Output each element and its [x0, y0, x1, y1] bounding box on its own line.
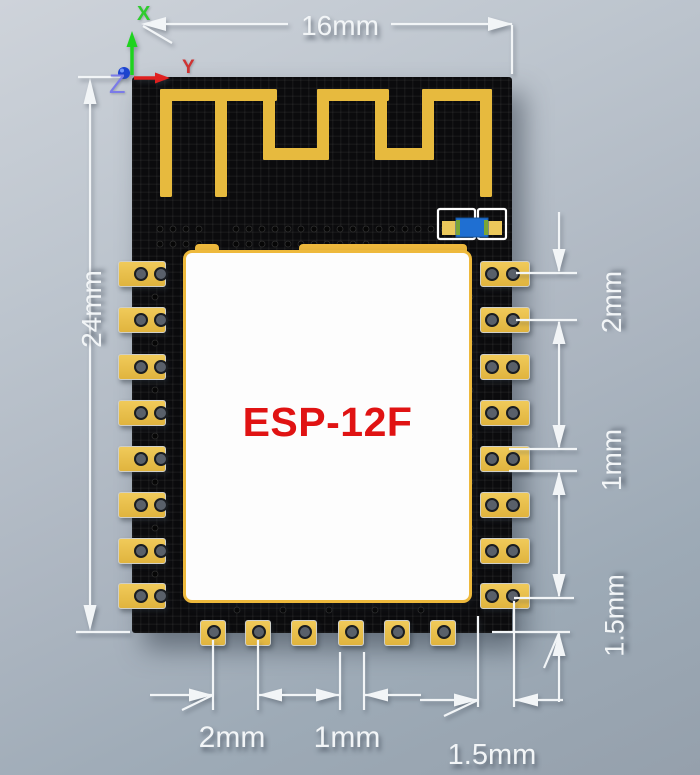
castellated-hole [485, 452, 499, 466]
castellated-hole [345, 625, 359, 639]
castellated-hole [506, 589, 520, 603]
pin-pad [480, 446, 530, 472]
pin-pad [245, 620, 271, 646]
axis-y-label: Y [182, 57, 195, 78]
dim-label-bottom-edge-offset: 1.5mm [447, 739, 537, 771]
pin-pad [118, 538, 168, 564]
castellated-hole [134, 544, 148, 558]
castellated-hole [506, 498, 520, 512]
castellated-hole [506, 406, 520, 420]
dim-label-side-pin-pitch: 2mm [596, 270, 627, 334]
castellated-hole [154, 452, 168, 466]
castellated-hole [485, 498, 499, 512]
castellated-hole [154, 589, 168, 603]
pin-pad [480, 354, 530, 380]
pin-pad [291, 620, 317, 646]
dim-label-board-height: 24mm [76, 270, 107, 348]
pin-pad [118, 354, 168, 380]
castellated-hole [154, 267, 168, 281]
smd-capacitor [436, 207, 508, 241]
pin-pad [430, 620, 456, 646]
antenna-trace [160, 89, 492, 197]
axis-x-label: X [137, 3, 151, 25]
axis-z-label: Z [109, 69, 126, 99]
pin-pad [480, 492, 530, 518]
castellated-hole [506, 313, 520, 327]
castellated-hole [506, 360, 520, 374]
castellated-hole [134, 267, 148, 281]
castellated-hole [506, 267, 520, 281]
pin-pad [118, 492, 168, 518]
dim-label-board-width: 16mm [301, 10, 379, 41]
dim-label-side-pad-width: 1mm [596, 428, 627, 492]
pin-pad [480, 538, 530, 564]
castellated-hole [207, 625, 221, 639]
castellated-hole [154, 544, 168, 558]
module-name-label: ESP-12F [242, 399, 413, 445]
castellated-hole [134, 589, 148, 603]
castellated-hole [485, 544, 499, 558]
pin-pad [480, 400, 530, 426]
castellated-hole [391, 625, 405, 639]
dim-label-side-edge-offset: 1.5mm [599, 574, 630, 657]
castellated-hole [485, 267, 499, 281]
castellated-hole [506, 452, 520, 466]
pin-pad [118, 400, 168, 426]
pin-pad [480, 307, 530, 333]
castellated-hole [134, 313, 148, 327]
castellated-hole [485, 406, 499, 420]
castellated-hole [154, 406, 168, 420]
pin-pad [118, 583, 168, 609]
castellated-hole [154, 498, 168, 512]
dim-label-bottom-pad-width: 1mm [313, 721, 381, 754]
pin-pad [118, 261, 168, 287]
castellated-hole [437, 625, 451, 639]
pin-pad [480, 261, 530, 287]
castellated-hole [134, 360, 148, 374]
castellated-hole [154, 360, 168, 374]
castellated-hole [252, 625, 266, 639]
castellated-hole [298, 625, 312, 639]
castellated-hole [134, 406, 148, 420]
pin-pad [118, 446, 168, 472]
pin-pad [338, 620, 364, 646]
castellated-hole [134, 452, 148, 466]
castellated-hole [154, 313, 168, 327]
castellated-hole [134, 498, 148, 512]
pin-pad [480, 583, 530, 609]
castellated-hole [506, 544, 520, 558]
castellated-hole [485, 313, 499, 327]
castellated-hole [485, 360, 499, 374]
shield-can: ESP-12F [183, 250, 472, 603]
dim-label-bottom-pin-pitch: 2mm [198, 721, 266, 754]
pin-pad [200, 620, 226, 646]
pin-pad [384, 620, 410, 646]
castellated-hole [485, 589, 499, 603]
pin-pad [118, 307, 168, 333]
